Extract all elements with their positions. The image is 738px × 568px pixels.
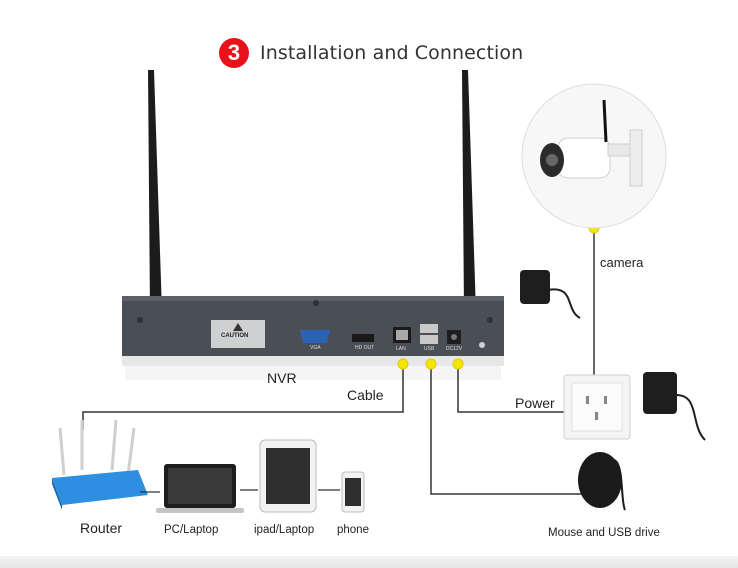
device-links (140, 489, 340, 493)
power-line (457, 364, 566, 413)
camera-power-adapter (520, 270, 581, 319)
caution-label: CAUTION (221, 333, 249, 339)
title-text: Installation and Connection (260, 42, 524, 64)
nvr-label: NVR (267, 370, 297, 386)
lan-port-label: LAN (396, 346, 406, 352)
camera-image (521, 83, 667, 229)
nvr-device (122, 296, 504, 380)
ipad-device (259, 439, 317, 513)
power-label: Power (515, 395, 555, 411)
mouse-device (578, 452, 626, 511)
dc-connector-dot (452, 358, 464, 370)
lan-connector-dot (397, 358, 409, 370)
nvr-power-adapter (643, 372, 706, 441)
usb-line (430, 364, 600, 495)
dc-port-label: DC12V (446, 346, 463, 352)
step-number-badge: 3 (219, 38, 249, 68)
antenna-right (461, 70, 481, 322)
camera-label: camera (600, 255, 644, 270)
phone-label: phone (337, 524, 369, 536)
laptop-device (156, 464, 244, 513)
usb-port-label: USB (424, 346, 435, 352)
bottom-bar (0, 556, 738, 568)
router-label: Router (80, 520, 123, 536)
page-title: 3 Installation and Connection (219, 38, 523, 68)
hdmi-port-label: HD OUT (355, 345, 375, 351)
mouse-usb-label: Mouse and USB drive (548, 527, 660, 539)
usb-connector-dot (425, 358, 437, 370)
router-device (52, 419, 148, 510)
wall-socket (563, 374, 631, 440)
cable-label: Cable (347, 387, 384, 403)
antenna-left (147, 70, 167, 322)
pc-laptop-label: PC/Laptop (164, 524, 219, 536)
ipad-laptop-label: ipad/Laptop (254, 524, 315, 536)
phone-device (341, 471, 365, 513)
vga-port-label: VGA (310, 345, 321, 351)
